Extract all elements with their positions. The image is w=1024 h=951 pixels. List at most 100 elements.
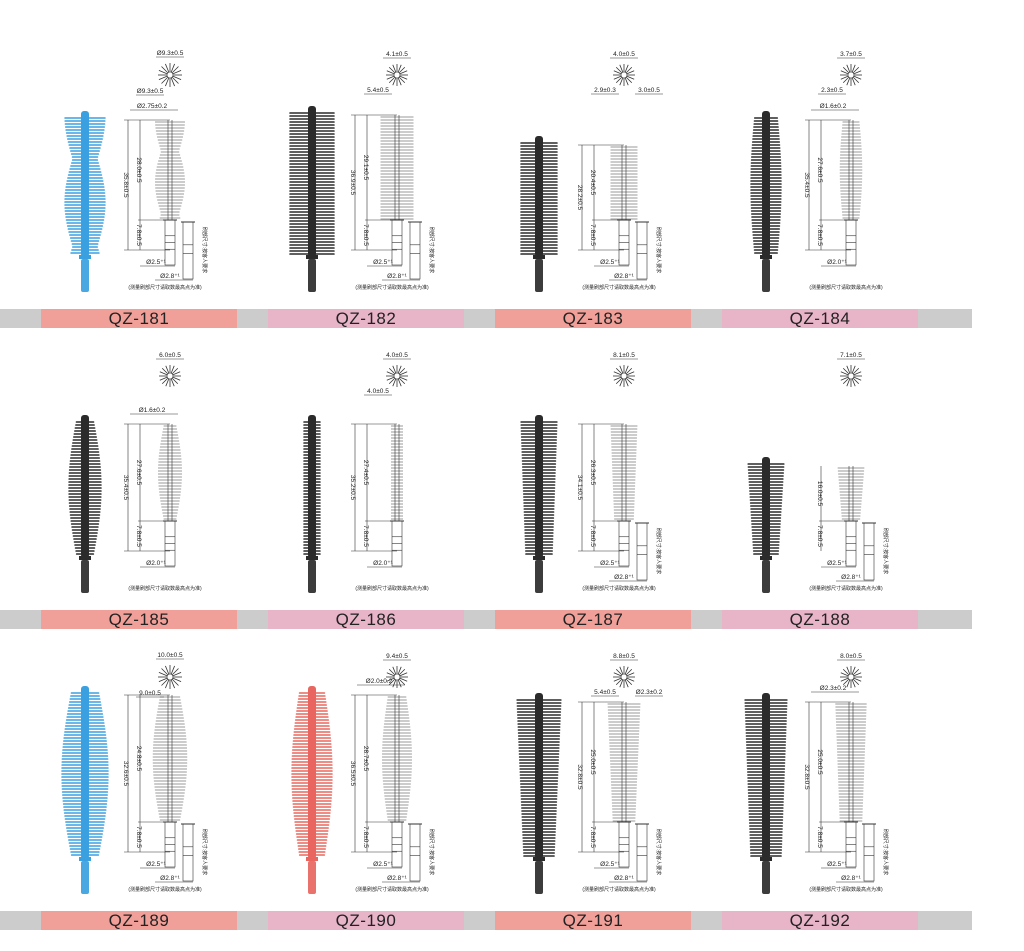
technical-drawing: 32.6±0.524.8±0.57.8±0.5Ø2.5⁺¹Ø2.8⁺¹(测量刷部… <box>122 694 208 893</box>
core-diameter-dim: Ø2.0±0.2 <box>366 678 393 685</box>
ferrule-diameter-dim: Ø2.8⁺¹ <box>614 574 635 581</box>
section-dim: 9.4±0.5 <box>386 653 408 660</box>
brush-length-dim: 27.4±0.5 <box>362 460 369 486</box>
product-cell: 36.5±0.528.7±0.57.8±0.5Ø2.0±0.2Ø2.5⁺¹Ø2.… <box>291 653 435 894</box>
technical-drawing: 28.2±0.5 20.4±0.5 7.8±0.5Ø2.5⁺¹ Ø2.8⁺¹ (测量刷部… <box>576 144 662 291</box>
stem-diameter-dim: Ø2.5⁺¹ <box>600 861 621 868</box>
overall-length-dim: 35.8±0.5 <box>122 172 129 198</box>
section-dim: 3.0±0.5 <box>638 87 660 94</box>
product-code-label: QZ-189 <box>41 911 237 930</box>
overall-length-dim: 28.2±0.5 <box>576 185 583 211</box>
measure-note: (测量刷部尺寸请取数最高点为准) <box>582 585 656 592</box>
neck-length-dim: 7.8±0.5 <box>589 224 596 246</box>
measure-note: (测量刷部尺寸请取数最高点为准) <box>355 886 429 893</box>
brush-render <box>520 136 558 292</box>
overall-length-dim: 32.6±0.5 <box>122 761 129 787</box>
product-code-label: QZ-191 <box>495 911 691 930</box>
technical-drawing: 34.1±0.526.3±0.57.8±0.5Ø2.5⁺¹Ø2.8⁺¹(测量刷部… <box>576 423 662 592</box>
brush-length-dim: 26.3±0.5 <box>589 460 596 486</box>
product-cell: 36.9±0.5 29.1±0.5 7.8±0.5Ø2.5⁺¹ Ø2.8⁺¹ (测量刷部… <box>289 51 435 292</box>
brush-length-dim: 25.0±0.5 <box>816 749 823 775</box>
technical-drawing: 35.2±0.527.4±0.57.8±0.5Ø2.0⁺¹(测量刷部尺寸请取数最… <box>349 423 429 592</box>
measure-note: (测量刷部尺寸请取数最高点为准) <box>355 284 429 291</box>
ferrule-diameter-dim: Ø2.8⁺¹ <box>387 273 408 280</box>
brush-render <box>61 686 109 894</box>
stem-diameter-dim: Ø2.5⁺¹ <box>600 560 621 567</box>
ferrule-diameter-dim: Ø2.8⁺¹ <box>387 875 408 882</box>
cross-section-view: 4.0±0.54.0±0.5 <box>364 352 411 396</box>
technical-drawing: 32.8±0.525.0±0.57.8±0.5Ø2.5⁺¹Ø2.8⁺¹(测量刷部… <box>576 701 662 893</box>
stem-diameter-dim: Ø2.5⁺¹ <box>373 861 394 868</box>
product-code-label: QZ-192 <box>722 911 918 930</box>
neck-length-dim: 7.8±0.5 <box>362 224 369 246</box>
overall-length-dim: 36.9±0.5 <box>349 170 356 196</box>
technical-drawing: 36.5±0.528.7±0.57.8±0.5Ø2.0±0.2Ø2.5⁺¹Ø2.… <box>349 678 435 893</box>
section-dim: 10.0±0.5 <box>157 652 183 659</box>
side-note: 刷部尺寸:按客人要求 <box>655 829 662 875</box>
stem-diameter-dim: Ø2.5⁺¹ <box>373 259 394 266</box>
brush-render <box>516 693 562 894</box>
cross-section-view: 10.0±0.5 9.0±0.5 <box>136 652 184 698</box>
section-dim: 9.0±0.5 <box>139 690 161 697</box>
overall-length-dim: 35.4±0.5 <box>122 475 129 501</box>
technical-drawing: 35.4±0.527.6±0.57.8±0.5Ø1.6±0.2Ø2.0⁺¹(测量… <box>122 407 202 592</box>
stem-diameter-dim: Ø2.5⁺¹ <box>827 861 848 868</box>
brush-render <box>68 415 102 593</box>
ferrule-diameter-dim: Ø2.8⁺¹ <box>614 273 635 280</box>
cross-section-view: Ø9.3±0.5Ø9.3±0.5 <box>136 50 184 96</box>
overall-length-dim: 34.1±0.5 <box>576 475 583 501</box>
product-cell: 32.8±0.525.0±0.57.8±0.5Ø2.3±0.2Ø2.5⁺¹Ø2.… <box>744 653 889 894</box>
stem-diameter-dim: Ø2.0⁺¹ <box>827 259 848 266</box>
product-cell: 32.8±0.525.0±0.57.8±0.5Ø2.5⁺¹Ø2.8⁺¹(测量刷部… <box>516 653 663 894</box>
product-code-label: QZ-186 <box>268 610 464 629</box>
section-dim: 3.7±0.5 <box>840 51 862 58</box>
side-note: 刷部尺寸:按客人要求 <box>428 227 435 273</box>
section-dim: 8.8±0.5 <box>613 653 635 660</box>
side-note: 刷部尺寸:按客人要求 <box>201 227 208 273</box>
product-cell: 35.4±0.527.6±0.57.8±0.5Ø1.6±0.2Ø2.0⁺¹(测量… <box>68 352 202 593</box>
product-cell: 34.1±0.526.3±0.57.8±0.5Ø2.5⁺¹Ø2.8⁺¹(测量刷部… <box>520 352 662 593</box>
stem-diameter-dim: Ø2.5⁺¹ <box>146 259 167 266</box>
neck-length-dim: 7.8±0.5 <box>362 525 369 547</box>
technical-drawing: 36.9±0.5 29.1±0.5 7.8±0.5Ø2.5⁺¹ Ø2.8⁺¹ (测量刷部… <box>349 114 435 291</box>
measure-note: (测量刷部尺寸请取数最高点为准) <box>128 585 202 592</box>
stem-diameter-dim: Ø2.5⁺¹ <box>600 259 621 266</box>
measure-note: (测量刷部尺寸请取数最高点为准) <box>809 585 883 592</box>
measure-note: (测量刷部尺寸请取数最高点为准) <box>809 886 883 893</box>
product-code-label: QZ-183 <box>495 309 691 328</box>
brush-length-dim: 29.1±0.5 <box>362 155 369 181</box>
brush-render <box>289 106 335 292</box>
technical-drawing: 16.0±0.57.8±0.5Ø2.5⁺¹Ø2.8⁺¹(测量刷部尺寸请取数最高点… <box>809 466 889 592</box>
stem-diameter-dim: Ø2.0⁺¹ <box>373 560 394 567</box>
neck-length-dim: 7.8±0.5 <box>816 826 823 848</box>
brush-render <box>303 415 321 593</box>
section-dim: 2.3±0.5 <box>821 87 843 94</box>
overall-length-dim: 35.4±0.5 <box>803 172 810 198</box>
product-cell: 32.6±0.524.8±0.57.8±0.5Ø2.5⁺¹Ø2.8⁺¹(测量刷部… <box>61 652 208 894</box>
brush-render <box>744 693 788 894</box>
section-dim: 2.9±0.3 <box>594 87 616 94</box>
brush-length-dim: 20.4±0.5 <box>589 170 596 196</box>
neck-length-dim: 7.8±0.5 <box>135 224 142 246</box>
section-dim: 8.0±0.5 <box>840 653 862 660</box>
measure-note: (测量刷部尺寸请取数最高点为准) <box>582 284 656 291</box>
measure-note: (测量刷部尺寸请取数最高点为准) <box>128 886 202 893</box>
product-code-label: QZ-190 <box>268 911 464 930</box>
product-cell: 35.4±0.527.6±0.57.8±0.5Ø1.6±0.2Ø2.0⁺¹(测量… <box>750 51 883 292</box>
ferrule-diameter-dim: Ø2.8⁺¹ <box>841 875 862 882</box>
neck-length-dim: 7.8±0.5 <box>816 224 823 246</box>
side-note: 刷部尺寸:按客人要求 <box>882 829 889 875</box>
product-cell: 16.0±0.57.8±0.5Ø2.5⁺¹Ø2.8⁺¹(测量刷部尺寸请取数最高点… <box>747 352 889 593</box>
core-diameter-dim: Ø2.75±0.2 <box>137 103 168 110</box>
technical-drawing: 32.8±0.525.0±0.57.8±0.5Ø2.3±0.2Ø2.5⁺¹Ø2.… <box>803 685 889 893</box>
product-code-label: QZ-185 <box>41 610 237 629</box>
core-diameter-dim: Ø1.6±0.2 <box>820 103 847 110</box>
overall-length-dim: 36.5±0.5 <box>349 761 356 787</box>
cross-section-view: 9.4±0.5 <box>383 653 411 688</box>
measure-note: (测量刷部尺寸请取数最高点为准) <box>355 585 429 592</box>
brush-render <box>520 415 558 593</box>
measure-note: (测量刷部尺寸请取数最高点为准) <box>128 284 202 291</box>
brush-length-dim: 27.6±0.5 <box>816 157 823 183</box>
measure-note: (测量刷部尺寸请取数最高点为准) <box>582 886 656 893</box>
ferrule-diameter-dim: Ø2.8⁺¹ <box>160 875 181 882</box>
